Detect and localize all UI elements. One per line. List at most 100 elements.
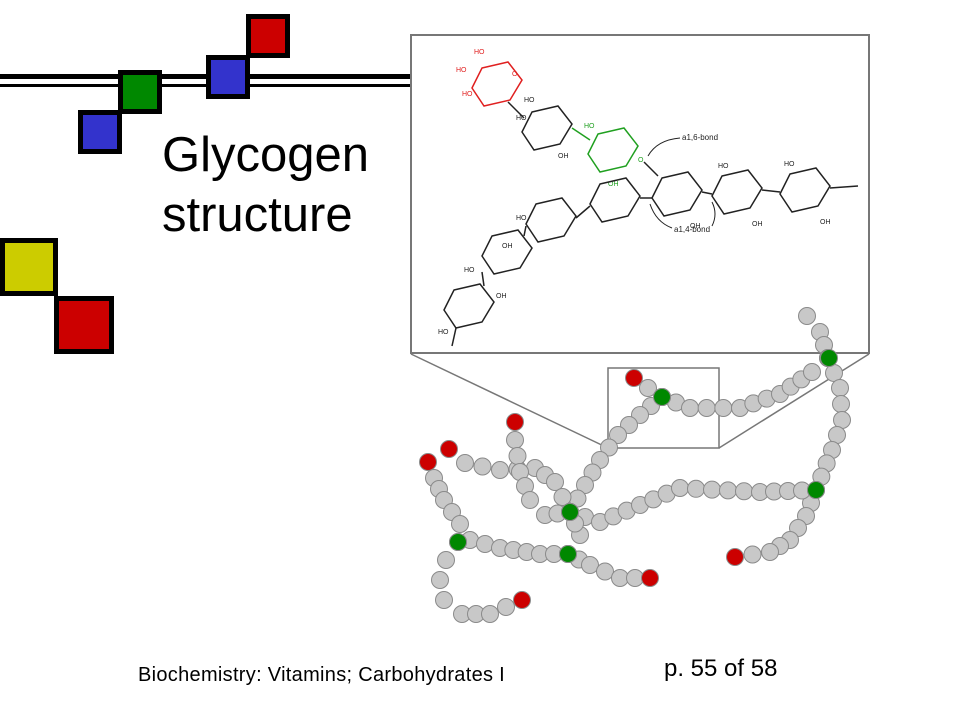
glucose-bead [639, 379, 657, 397]
glucose-bead-branch-point [559, 545, 577, 563]
glucose-bead [491, 461, 509, 479]
glucose-bead [703, 480, 721, 499]
glucose-bead [451, 515, 469, 533]
glucose-bead [581, 556, 599, 574]
glucose-bead [609, 426, 627, 444]
decor-square-yellow [0, 238, 58, 296]
chem-label-ho-11: HO [438, 329, 449, 336]
glucose-bead [697, 399, 716, 417]
glucose-ring-left-4 [443, 271, 495, 347]
glucose-bead-branch-point [807, 481, 825, 499]
glucose-bead [437, 551, 455, 569]
glucose-bead-branch-point [449, 533, 467, 551]
glucose-bead [761, 543, 779, 561]
glucose-bead [553, 488, 572, 506]
glucose-ring-main-2 [701, 169, 763, 215]
glucose-bead [600, 438, 618, 457]
slide-title-line-2: structure [162, 188, 353, 242]
glucose-ring-2 [507, 101, 573, 151]
glucose-bead [431, 571, 449, 589]
glucose-bead [681, 399, 699, 417]
chem-label-ho-6: HO [584, 123, 595, 130]
slide-title-line-1: Glycogen [162, 128, 370, 182]
chem-label-ho-3: HO [462, 91, 473, 98]
chem-label-oh-1: OH [558, 153, 569, 160]
chem-label-oh-5: OH [820, 219, 831, 226]
glucose-bead [832, 395, 850, 413]
glucose-bead [596, 562, 614, 581]
glucose-bead-terminal [513, 591, 531, 609]
chem-label-o-1: O [512, 71, 518, 78]
chem-label-ho-2: HO [456, 67, 467, 74]
glucose-bead-branch-point [653, 388, 671, 406]
glucose-bead [626, 569, 644, 587]
decor-square-blue-lower [78, 110, 122, 154]
glucose-bead [508, 447, 527, 465]
chem-label-ho-5: HO [516, 115, 527, 122]
glucose-bead [831, 379, 849, 397]
bond-arrow-a14 [649, 203, 673, 229]
glucose-bead [546, 473, 564, 491]
glucose-bead [473, 457, 492, 476]
glucose-bead [803, 363, 821, 381]
glucose-bead [798, 307, 816, 325]
footer-page-number: p. 55 of 58 [664, 655, 778, 682]
glucose-bead [719, 481, 737, 500]
glucose-bead [481, 605, 499, 623]
glucose-bead [828, 426, 846, 444]
glucose-bead [743, 545, 762, 564]
glucose-ring-left-3 [481, 225, 533, 275]
glucose-bead [611, 569, 629, 587]
decor-square-blue-upper [206, 55, 250, 99]
chem-label-oh-4: OH [752, 221, 763, 228]
glucose-bead-branch-point [820, 349, 838, 367]
glucose-bead-terminal [506, 413, 524, 431]
chem-label-o-2: O [638, 157, 644, 164]
glucose-bead [735, 482, 753, 501]
decor-bar-bottom [0, 84, 410, 87]
chem-label-ho-4: HO [524, 97, 535, 104]
glucose-bead [714, 399, 733, 417]
chem-label-oh-6: OH [496, 293, 507, 300]
decor-bar-top [0, 74, 410, 79]
decor-square-red-top [246, 14, 290, 58]
bond-label-a16: a1,6-bond [682, 133, 718, 142]
glucose-bead-terminal [440, 440, 458, 458]
chem-label-ho-10: HO [464, 267, 475, 274]
decor-square-green [118, 70, 162, 114]
glucose-bead [476, 535, 494, 553]
bond-arrow-a16 [647, 137, 681, 157]
chem-label-ho-9: HO [516, 215, 527, 222]
chem-label-ho-8: HO [784, 161, 795, 168]
glucose-bead [497, 598, 515, 616]
glucose-ring-main-3 [761, 167, 859, 213]
glucose-bead [456, 454, 474, 472]
glucose-bead [687, 479, 705, 498]
glucose-bead [506, 431, 524, 449]
chem-label-oh-3: OH [690, 223, 701, 230]
glucose-ring-red [471, 61, 523, 107]
chem-label-oh-2: OH [608, 181, 619, 188]
decor-square-red-bottom [54, 296, 114, 354]
glucose-bead-terminal [625, 369, 643, 387]
glucose-ring-left-2 [525, 197, 591, 243]
glucose-bead [435, 591, 453, 609]
glucose-ring-green [571, 127, 639, 173]
glucose-bead-terminal [641, 569, 659, 587]
glucose-bead-branch-point [561, 503, 579, 521]
bond-label-a14: a1,4-bond [674, 225, 710, 234]
zoom-line-left [410, 353, 609, 449]
glucose-bead [833, 411, 851, 429]
glycogen-chemical-structure: HO HO HO O HO OH HO HO OH O [438, 49, 859, 347]
chem-label-oh-7: OH [502, 243, 513, 250]
chem-label-ho-7: HO [718, 163, 729, 170]
chem-label-ho-1: HO [474, 49, 485, 56]
glucose-ring-left-1 [589, 177, 652, 223]
glucose-bead [576, 476, 594, 494]
glucose-bead-terminal [726, 548, 744, 566]
footer-course-title: Biochemistry: Vitamins; Carbohydrates I [138, 664, 506, 686]
bond-arrow-a14-2 [711, 201, 716, 227]
glucose-bead-terminal [419, 453, 437, 471]
